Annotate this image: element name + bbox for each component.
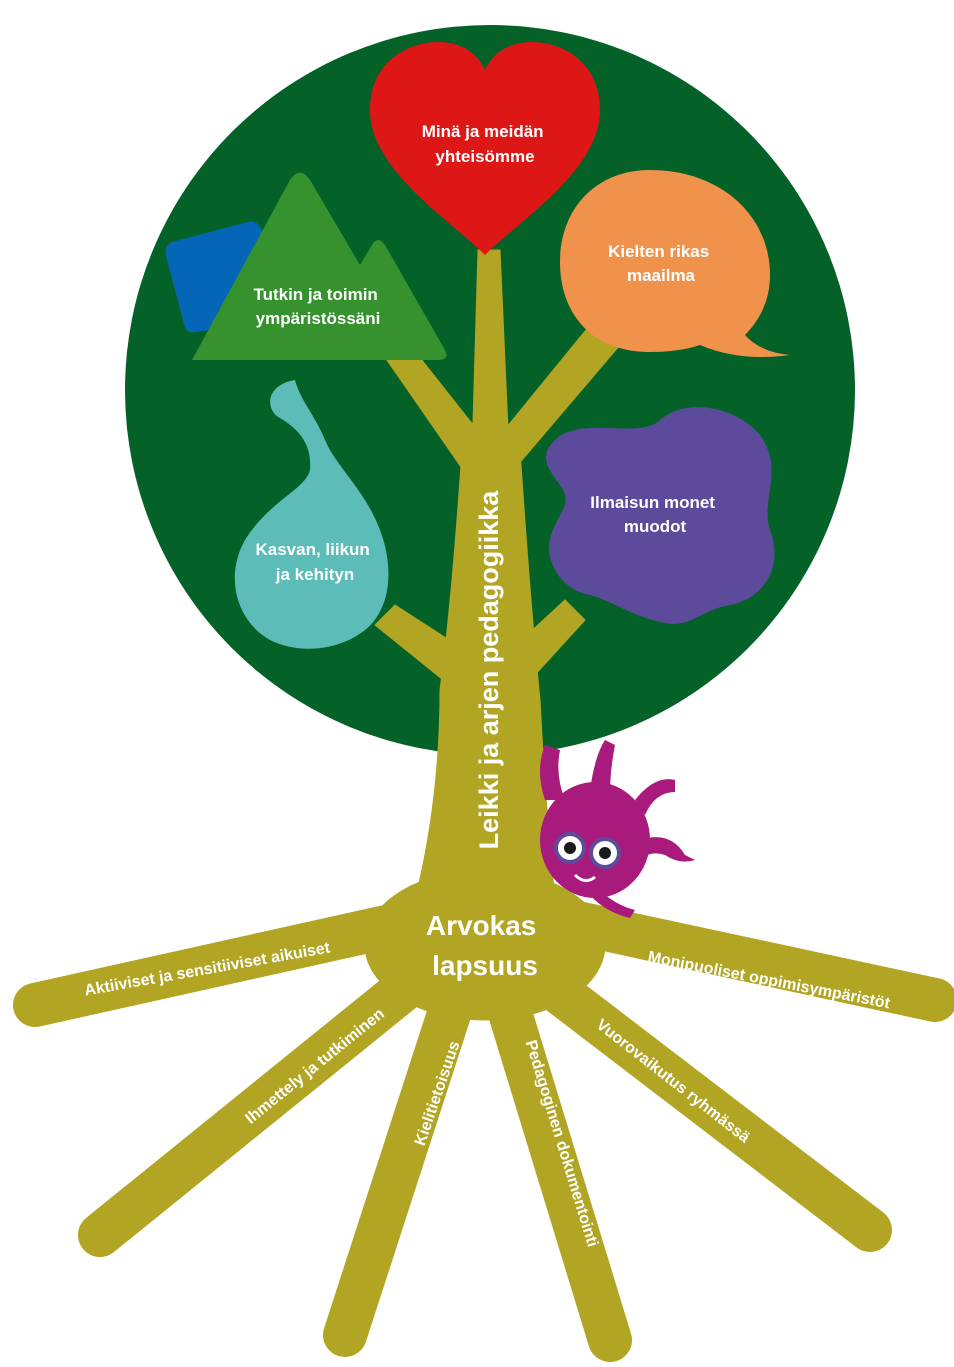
drop-shape [234, 380, 389, 649]
mountain-shape [192, 172, 447, 360]
speech-bubble-shape [560, 170, 790, 358]
mascot-pupil-right [599, 847, 611, 859]
mascot-arm-right [635, 779, 675, 815]
leaf-speech-label: Kielten rikas maailma [608, 242, 714, 285]
mascot-pupil-left [564, 842, 576, 854]
mascot-leg [590, 890, 635, 918]
root-3 [323, 958, 482, 1357]
root-4 [478, 958, 632, 1362]
leaf-mountain-label: Tutkin ja toimin ympäristössäni [253, 285, 382, 328]
heart-shape [370, 42, 600, 255]
center-label: Arvokas lapsuus [426, 910, 544, 981]
root-2 [78, 938, 462, 1257]
mascot-body [540, 782, 650, 898]
blob-shape [545, 407, 775, 624]
mascot-mouth [573, 873, 596, 882]
trunk [414, 449, 556, 901]
root-1 [13, 893, 462, 1027]
root-5 [508, 948, 892, 1252]
mascot-arm-top [590, 740, 615, 795]
root-label-2: Ihmettely ja tutkiminen [242, 1005, 387, 1127]
leaf-blob-label: Ilmaisun monet muodot [590, 493, 719, 536]
root-label-5: Vuorovaikutus ryhmässä [593, 1016, 753, 1146]
root-6 [518, 893, 954, 1022]
leaf-drop-label: Kasvan, liikun ja kehityn [255, 540, 374, 584]
mascot-arm-side [640, 837, 695, 862]
trunk-and-roots [13, 249, 954, 1362]
trunk-label: Leikki ja arjen pedagogiikka [474, 490, 504, 850]
mascot [540, 740, 695, 918]
leaf-heart-label: Minä ja meidän yhteisömme [422, 122, 549, 166]
mascot-arm-up [540, 745, 565, 800]
